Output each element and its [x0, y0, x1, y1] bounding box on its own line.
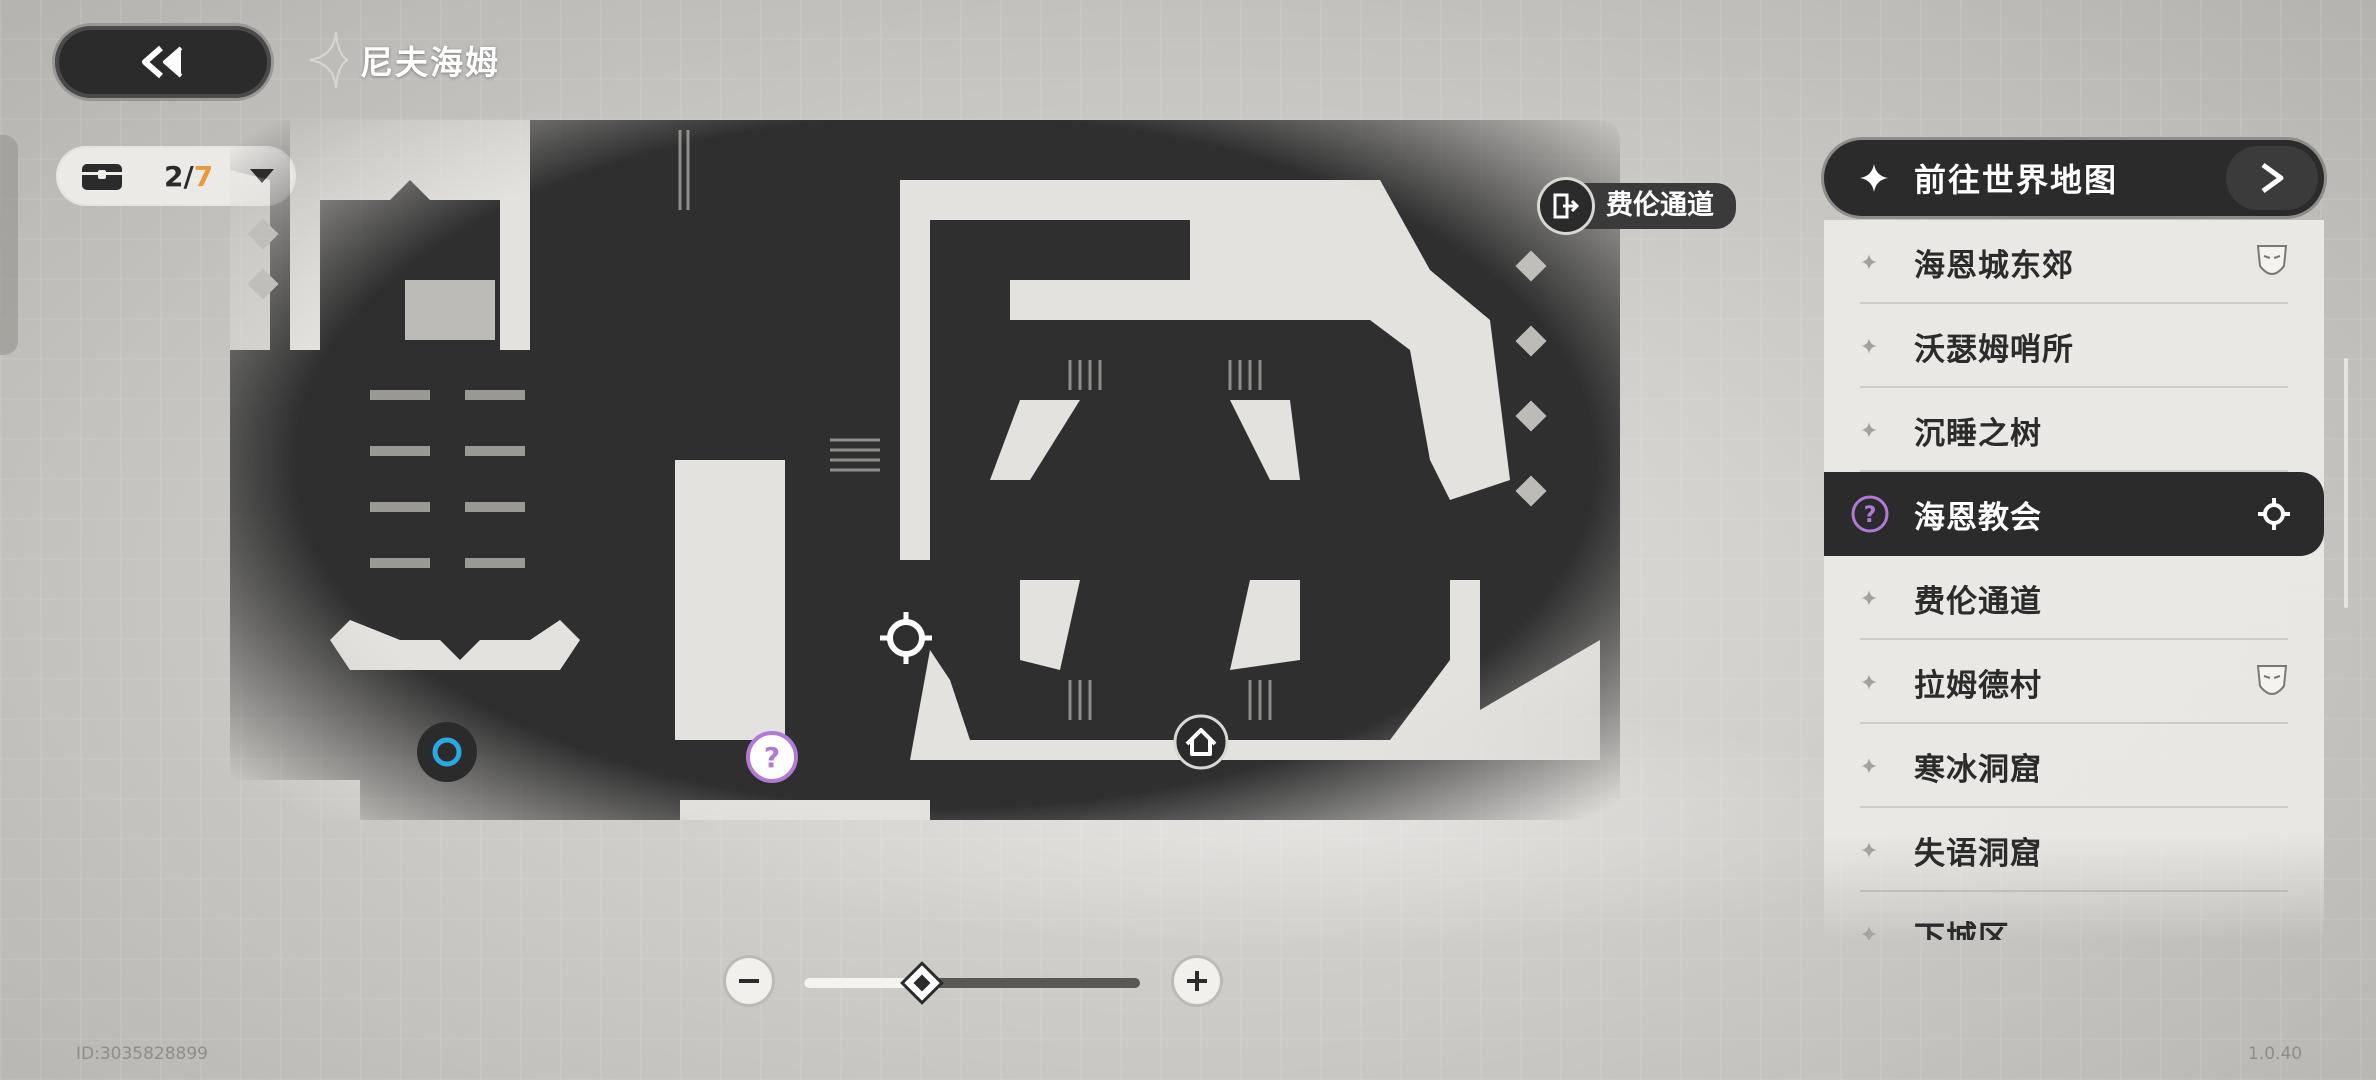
map-ring-room [990, 400, 1300, 670]
item-divider [1860, 806, 2288, 808]
area-map[interactable]: ? [230, 120, 1660, 880]
map-wall-bottom-mid [680, 800, 930, 820]
sparkle-icon [1860, 164, 1888, 192]
svg-text:?: ? [1864, 503, 1877, 528]
location-panel: 前往世界地图 海恩城东郊 沃瑟姆哨所 沉睡之树 [1824, 140, 2324, 940]
sparkle-bullet-icon [1861, 590, 1877, 606]
double-chevron-left-icon [142, 45, 183, 79]
sparkle-bullet-icon [1861, 338, 1877, 354]
mask-icon [2256, 665, 2288, 695]
location-name: 拉姆德村 [1914, 667, 2042, 704]
zoom-in-button[interactable] [1174, 958, 1220, 1004]
location-name: 沃瑟姆哨所 [1914, 331, 2074, 368]
map-wall-bottom-left [230, 780, 360, 820]
zoom-slider[interactable] [726, 952, 1226, 1012]
zoom-fill [804, 978, 922, 988]
location-name: 下城区 [1914, 919, 2010, 941]
chest-count: 2/7 [164, 160, 213, 193]
chest-found: 2 [164, 159, 184, 193]
map-benches [370, 390, 525, 568]
home-marker-icon[interactable] [1173, 714, 1229, 770]
location-item[interactable]: 沃瑟姆哨所 [1824, 304, 2324, 388]
chest-separator: / [183, 159, 194, 193]
item-divider [1860, 386, 2288, 388]
user-id: ID:3035828899 [76, 1044, 208, 1064]
location-name: 失语洞窟 [1914, 835, 2042, 872]
chevron-right-icon [2261, 162, 2284, 194]
sparkle-bullet-icon [1861, 422, 1877, 438]
location-pin-label: 费伦通道 [1582, 183, 1736, 229]
pin-circle[interactable] [1540, 180, 1592, 232]
map-pillar-band [230, 170, 270, 350]
map-wall-left-hall [290, 120, 530, 350]
treasure-chest-icon [82, 164, 122, 190]
exit-door-icon [1553, 193, 1580, 219]
plus-icon [1187, 971, 1207, 991]
svg-text:?: ? [764, 741, 780, 774]
minus-icon [739, 979, 759, 983]
zoom-out-button[interactable] [726, 958, 772, 1004]
location-name: 费伦通道 [1914, 583, 2042, 620]
item-divider [1860, 470, 2288, 472]
quest-marker-icon: ? [1851, 495, 1889, 533]
map-wall-bottom [910, 580, 1600, 760]
item-divider [1860, 722, 2288, 724]
crosshair-marker-icon[interactable] [880, 612, 932, 664]
zoom-thumb-diamond-icon[interactable] [899, 960, 945, 1006]
sparkle-bullet-icon [1861, 842, 1877, 858]
location-item[interactable]: 沉睡之树 [1824, 388, 2324, 472]
item-divider [1860, 638, 2288, 640]
version-label: 1.0.40 [2248, 1044, 2303, 1064]
location-item-active[interactable]: ? 海恩教会 [1824, 472, 2324, 556]
location-item[interactable]: 失语洞窟 [1824, 808, 2324, 892]
location-pin[interactable]: 费伦通道 [1540, 180, 1736, 232]
location-name: 沉睡之树 [1914, 415, 2042, 452]
chest-total: 7 [193, 159, 214, 193]
mask-icon [2256, 245, 2288, 275]
map-stairs [678, 130, 1272, 720]
sparkle-bullet-icon [1861, 254, 1877, 270]
panel-scrollbar[interactable] [2344, 358, 2348, 608]
world-map-label: 前往世界地图 [1914, 161, 2119, 199]
target-icon[interactable] [2258, 498, 2290, 530]
location-list[interactable]: 海恩城东郊 沃瑟姆哨所 沉睡之树 ? 海恩教会 [1824, 220, 2324, 940]
map-wall-center-right [900, 180, 1190, 560]
back-button[interactable] [55, 26, 271, 98]
zoom-track[interactable] [804, 978, 1140, 988]
sparkle-bullet-icon [1861, 674, 1877, 690]
location-name: 海恩教会 [1914, 499, 2042, 536]
location-item[interactable]: 拉姆德村 [1824, 640, 2324, 724]
item-divider [1860, 890, 2288, 892]
location-name: 寒冰洞窟 [1914, 751, 2042, 788]
player-marker-icon[interactable] [417, 722, 477, 782]
location-item[interactable]: 费伦通道 [1824, 556, 2324, 640]
quest-marker-icon[interactable]: ? [746, 731, 798, 783]
location-name: 海恩城东郊 [1914, 247, 2074, 284]
location-item[interactable]: 下城区 [1824, 892, 2324, 940]
sparkle-bullet-icon [1861, 758, 1877, 774]
map-altar [405, 280, 495, 340]
left-edge-tab[interactable] [0, 135, 18, 355]
region-name: 尼夫海姆 [360, 43, 500, 82]
sparkle-bullet-icon [1861, 926, 1877, 940]
sparkle-icon [309, 31, 348, 89]
location-item[interactable]: 寒冰洞窟 [1824, 724, 2324, 808]
map-block-center [675, 460, 785, 740]
world-map-arrow[interactable] [2226, 146, 2318, 210]
map-wall-upper-right [1010, 180, 1510, 500]
location-item[interactable]: 海恩城东郊 [1824, 220, 2324, 304]
region-title: 尼夫海姆 [308, 30, 500, 90]
item-divider [1860, 302, 2288, 304]
world-map-button[interactable]: 前往世界地图 [1824, 140, 2324, 216]
map-wall-lower-left [330, 620, 580, 670]
